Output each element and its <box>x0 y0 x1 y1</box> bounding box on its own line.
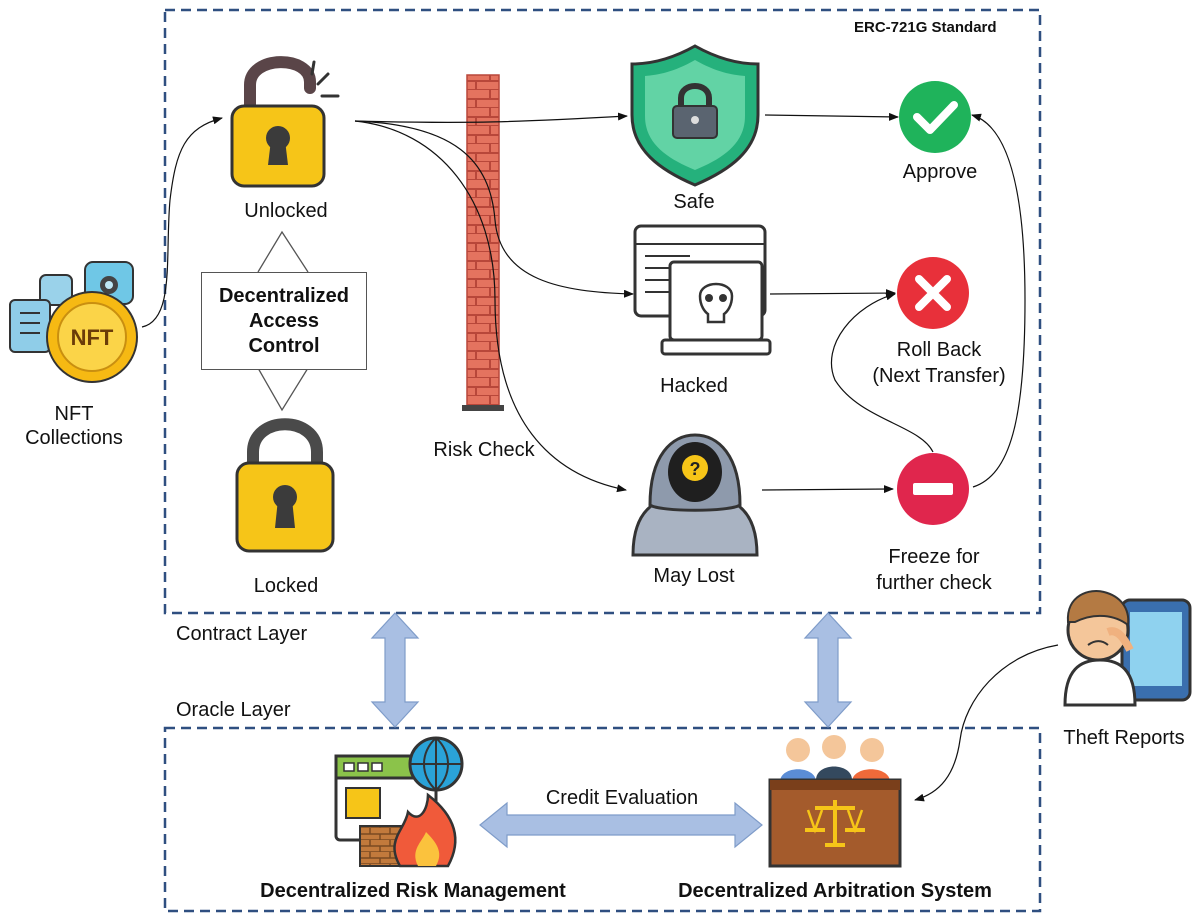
arrow-nft-to-unlocked <box>141 116 223 328</box>
arrow-theft-to-arbitration <box>914 644 1059 802</box>
theft-reports-icon <box>1063 590 1192 707</box>
arbitration-label: Decentralized Arbitration System <box>678 880 992 902</box>
approve-check-icon <box>899 81 971 153</box>
horizontal-double-arrow <box>479 801 763 849</box>
roll-back-label-line2: (Next Transfer) <box>872 365 1006 387</box>
unlocked-label: Unlocked <box>244 200 328 222</box>
vertical-double-arrow-left <box>370 612 420 728</box>
risk-management-label: Decentralized Risk Management <box>260 880 566 902</box>
freeze-label-line2: further check <box>876 572 992 594</box>
rollback-x-icon <box>897 257 969 329</box>
credit-evaluation-label: Credit Evaluation <box>545 787 699 809</box>
approve-label: Approve <box>902 161 978 183</box>
access-control-line3: Control <box>248 334 320 357</box>
access-control-line1: Decentralized <box>218 284 350 307</box>
hooded-figure-icon: ? <box>631 433 759 557</box>
nft-collections-label-line1: NFT <box>54 403 94 425</box>
contract-layer-box <box>163 8 1042 615</box>
access-control-box: Decentralized Access Control <box>201 272 367 370</box>
arrow-unlocked-to-safe <box>354 112 628 123</box>
nft-collections-icon: NFT <box>9 261 138 383</box>
nft-collections-label-line2: Collections <box>25 427 123 449</box>
vertical-double-arrow-right <box>803 612 853 728</box>
access-control-line2: Access <box>248 309 320 332</box>
svg-text:?: ? <box>690 459 701 479</box>
arrow-hacked-to-rollback <box>769 289 896 298</box>
contract-layer-label: Contract Layer <box>176 623 308 645</box>
arrow-maylost-to-freeze <box>761 485 894 494</box>
may-lost-label: May Lost <box>653 565 735 587</box>
unlocked-padlock-icon <box>230 56 340 188</box>
hacked-label: Hacked <box>660 375 728 397</box>
theft-reports-label: Theft Reports <box>1063 727 1185 749</box>
access-control-connector <box>257 230 309 412</box>
locked-label: Locked <box>253 575 319 597</box>
hacked-laptop-icon <box>633 224 772 356</box>
nft-badge-text: NFT <box>71 325 114 350</box>
oracle-layer-label: Oracle Layer <box>176 699 291 721</box>
arrow-safe-to-approve <box>764 112 899 121</box>
brick-wall-icon <box>462 74 504 411</box>
arrow-freeze-to-approve <box>971 113 1026 488</box>
freeze-label-line1: Freeze for <box>888 546 980 568</box>
locked-padlock-icon <box>235 418 335 553</box>
safe-shield-icon <box>630 44 760 187</box>
oracle-layer-box <box>163 726 1042 913</box>
arrow-freeze-to-rollback <box>830 292 934 453</box>
risk-management-icon <box>334 736 464 868</box>
flow-arrows <box>141 112 1059 802</box>
arbitration-icon <box>768 735 902 868</box>
arrow-unlocked-to-hacked <box>354 120 634 298</box>
roll-back-label-line1: Roll Back <box>896 339 982 361</box>
arrow-unlocked-to-maylost <box>354 120 627 493</box>
risk-check-label: Risk Check <box>433 439 535 461</box>
standard-label: ERC-721G Standard <box>854 19 997 36</box>
safe-label: Safe <box>673 191 715 213</box>
freeze-minus-icon <box>897 453 969 525</box>
